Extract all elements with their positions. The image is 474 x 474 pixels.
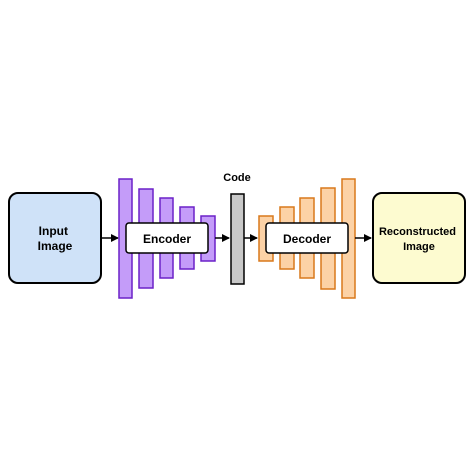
encoder-label-box <box>125 222 209 254</box>
input-image-label-line2: Image <box>38 239 73 253</box>
input-image-label-line1: Input <box>39 224 68 238</box>
reconstructed-image-label-line2: Image <box>403 241 435 253</box>
code-label: Code <box>223 172 251 184</box>
input-image-box <box>8 192 102 284</box>
decoder-label: Decoder <box>283 232 331 246</box>
reconstructed-image-label: Reconstructed Image <box>379 226 459 253</box>
code-layer <box>230 193 245 285</box>
encoder-label: Encoder <box>143 232 191 246</box>
decoder-label-box <box>265 222 349 254</box>
input-image-label: Input Image <box>38 224 73 253</box>
reconstructed-image-label-line1: Reconstructed <box>379 226 456 238</box>
reconstructed-image-box <box>372 192 466 284</box>
